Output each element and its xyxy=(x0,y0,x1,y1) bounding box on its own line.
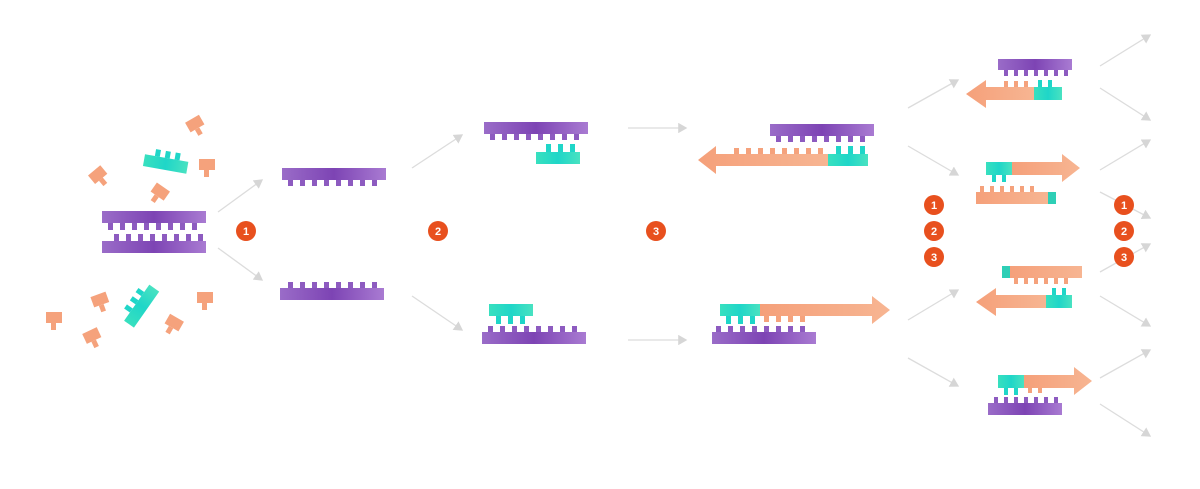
extension-arrow xyxy=(1012,154,1080,182)
flow-arrow xyxy=(907,357,960,387)
primer-icon xyxy=(142,149,189,174)
step-badge-text: 2 xyxy=(435,226,441,238)
extension-arrow xyxy=(976,288,1046,316)
flow-arrow xyxy=(411,134,464,169)
primer-icon xyxy=(720,304,760,324)
step-badge-text: 3 xyxy=(931,252,937,264)
step-badge-text: 1 xyxy=(243,226,249,238)
step-badge-1: 1 xyxy=(236,221,256,241)
nucleotides xyxy=(46,114,215,349)
flow-arrow xyxy=(1099,139,1152,171)
primer-icon xyxy=(536,144,580,164)
step-badge-3: 3 xyxy=(646,221,666,241)
extension-arrow xyxy=(698,146,828,174)
extension-bottom xyxy=(712,296,890,344)
flow-arrow xyxy=(1099,295,1152,327)
flow-arrow xyxy=(907,289,960,321)
extension-arrow xyxy=(1024,367,1092,395)
flow-arrow xyxy=(411,295,464,331)
nucleotide-icon xyxy=(90,291,110,313)
extension-arrow xyxy=(966,80,1034,108)
single-strand-bottom xyxy=(280,282,384,300)
flow-arrow xyxy=(1099,349,1152,379)
flow-arrow xyxy=(1099,34,1152,67)
step-badge-2: 2 xyxy=(428,221,448,241)
primer-icon xyxy=(998,375,1024,388)
nucleotide-icon xyxy=(88,165,108,187)
step-badge-text: 2 xyxy=(1121,226,1127,238)
nucleotide-icon xyxy=(199,159,215,177)
nucleotide-icon xyxy=(197,292,213,310)
primer-icon xyxy=(124,284,160,328)
nucleotide-icon xyxy=(150,182,170,203)
product-b xyxy=(976,154,1080,204)
flow-arrow xyxy=(217,247,264,281)
cycle-badges-2: 1 2 3 xyxy=(1114,195,1134,267)
step-badge-text: 1 xyxy=(931,200,937,212)
flow-arrow xyxy=(217,179,264,213)
primer-icon xyxy=(828,146,868,166)
flow-arrow xyxy=(1099,403,1152,437)
annealed-strand-top xyxy=(484,122,588,164)
product-d xyxy=(988,367,1092,415)
extension-top xyxy=(698,124,874,174)
annealed-strand-bottom xyxy=(482,304,586,344)
product-c xyxy=(976,266,1082,316)
step-badge-text: 2 xyxy=(931,226,937,238)
flow-arrow xyxy=(907,79,960,109)
product-a xyxy=(966,59,1072,108)
nucleotide-icon xyxy=(185,114,205,136)
primer-icon xyxy=(1034,87,1062,100)
extension-arrow xyxy=(760,296,890,324)
flow-arrow xyxy=(1099,87,1152,121)
nucleotide-icon xyxy=(164,313,184,335)
single-strand-top xyxy=(282,168,386,186)
primer-icon xyxy=(986,162,1012,175)
flow-arrow xyxy=(907,145,960,176)
primer-icon xyxy=(489,304,533,324)
double-strand-dna-icon xyxy=(102,211,206,253)
step-badge-text: 3 xyxy=(653,226,659,238)
primer-icon xyxy=(1046,295,1072,308)
cycle-badges-1: 1 2 3 xyxy=(924,195,944,267)
step-badge-text: 1 xyxy=(1121,200,1127,212)
nucleotide-icon xyxy=(82,327,102,349)
nucleotide-icon xyxy=(46,312,62,330)
step-badge-text: 3 xyxy=(1121,252,1127,264)
